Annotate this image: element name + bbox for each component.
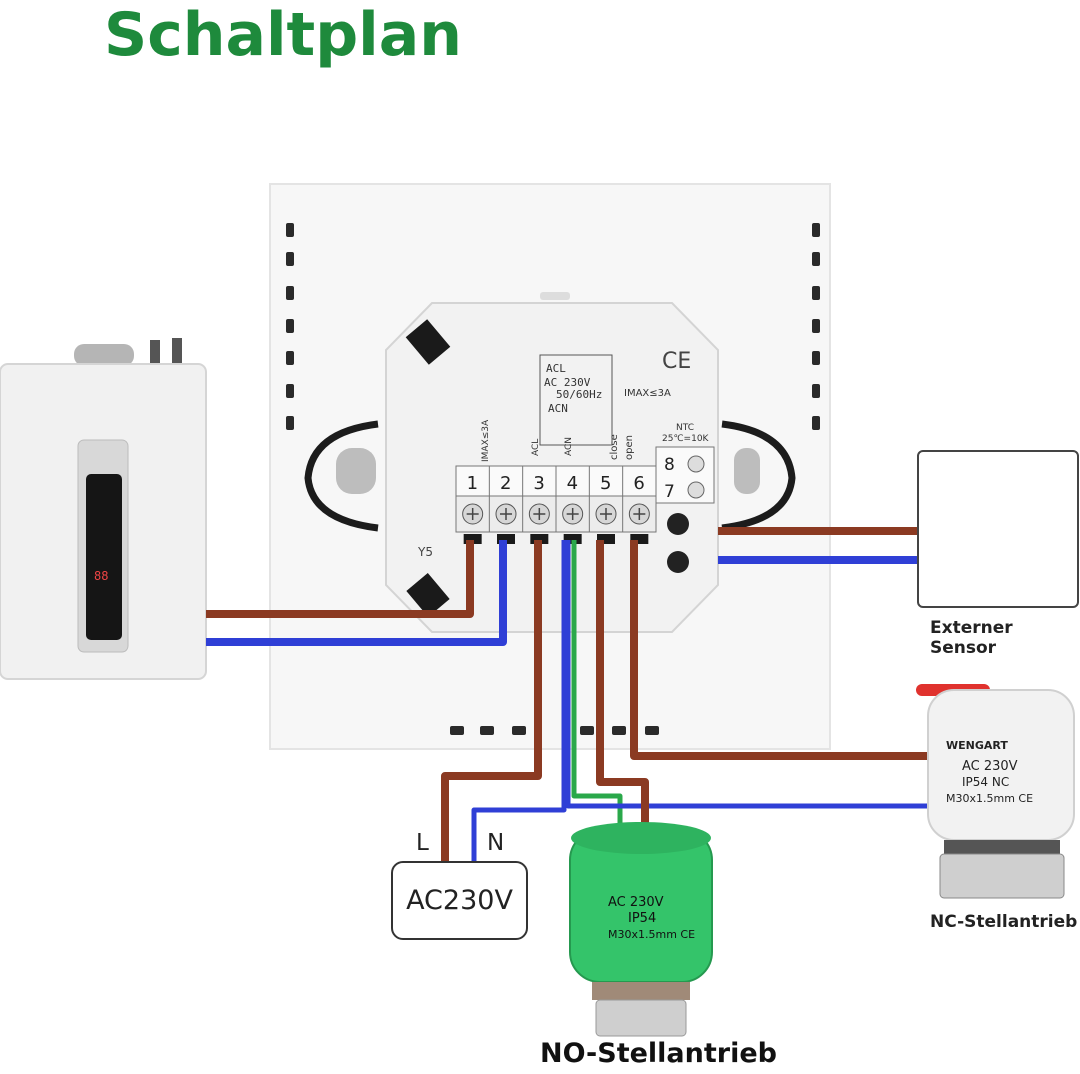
- wire-boiler-brown: [206, 540, 474, 618]
- terminal-clamp: [563, 534, 582, 544]
- wire-no-green: [571, 540, 623, 842]
- external-sensor-caption: Externer Sensor: [930, 618, 1013, 658]
- power-n-label: N: [487, 830, 505, 856]
- power-l-label: L: [416, 830, 429, 856]
- col-label-acn: ACN: [564, 437, 574, 456]
- ntc-screw-lower: [667, 551, 689, 573]
- power-rating-ac230v: AC 230V: [544, 376, 591, 389]
- terminal-clamp: [463, 534, 482, 544]
- terminal-1: 1: [467, 473, 478, 494]
- imax-top-label: IMAX≤3A: [624, 388, 671, 399]
- boiler-display: 88: [94, 569, 108, 583]
- imax-left-label: IMAX≤3A: [481, 419, 491, 462]
- screw-slot: [566, 508, 579, 520]
- wire-nc-brown: [630, 540, 930, 760]
- wires: [206, 527, 930, 862]
- screw-slot: [500, 508, 512, 520]
- col-label-acl: ACL: [531, 439, 541, 456]
- terminal-7: 7: [664, 482, 675, 502]
- power-rating-acn: ACN: [548, 402, 568, 415]
- no-actuator-line-1: AC 230V: [608, 895, 664, 910]
- nc-actuator-caption: NC-Stellantrieb: [930, 912, 1078, 932]
- ntc-value: 25℃=10K: [662, 434, 710, 444]
- terminal-4: 4: [567, 473, 578, 494]
- no-actuator-line-2: IP54: [628, 911, 656, 926]
- wire-boiler-blue: [206, 540, 507, 646]
- ntc-label: NTC: [676, 423, 694, 433]
- terminal-clamp: [497, 534, 515, 544]
- terminal-6: 6: [633, 473, 644, 494]
- terminal-2: 2: [500, 473, 511, 494]
- nc-actuator-line-2: IP54 NC: [962, 775, 1009, 789]
- terminal-clamp: [597, 534, 615, 544]
- screw-slot: [633, 508, 646, 520]
- power-rating-hz: 50/60Hz: [556, 388, 602, 401]
- housing-code: Y5: [417, 545, 433, 559]
- terminal-5: 5: [600, 473, 611, 494]
- boiler-unit: [0, 338, 207, 680]
- nc-actuator-line-3: M30x1.5mm CE: [946, 792, 1033, 805]
- no-actuator: [569, 822, 713, 1037]
- nc-actuator-line-1: AC 230V: [962, 759, 1018, 774]
- power-source-box: AC230V: [391, 861, 528, 940]
- external-sensor-frame: [917, 450, 1079, 608]
- terminal-8: 8: [664, 455, 675, 475]
- nc-actuator-brand: WENGART: [946, 739, 1008, 752]
- wire-nc-blue: [565, 540, 930, 809]
- screw-slot: [533, 508, 546, 520]
- screw-slot: [466, 508, 479, 520]
- screw-slot: [600, 508, 612, 520]
- wire-power-l: [441, 540, 542, 862]
- wire-power-n: [471, 540, 567, 862]
- power-rating-acl: ACL: [546, 362, 566, 375]
- ntc-screw-upper: [667, 513, 689, 535]
- wire-no-brown: [596, 540, 649, 842]
- ce-mark: CE: [662, 349, 691, 374]
- side-terminal-numbers: 8 7: [664, 455, 705, 502]
- diagram-title: Schaltplan: [104, 0, 462, 70]
- col-label-open: open: [624, 435, 635, 460]
- terminal-3: 3: [533, 473, 544, 494]
- no-actuator-caption: NO-Stellantrieb: [540, 1038, 777, 1069]
- nc-actuator: [916, 684, 1075, 899]
- terminal-clamp: [530, 534, 549, 544]
- terminal-clamp: [630, 534, 649, 544]
- col-label-close: close: [609, 434, 620, 460]
- no-actuator-line-3: M30x1.5mm CE: [608, 928, 695, 941]
